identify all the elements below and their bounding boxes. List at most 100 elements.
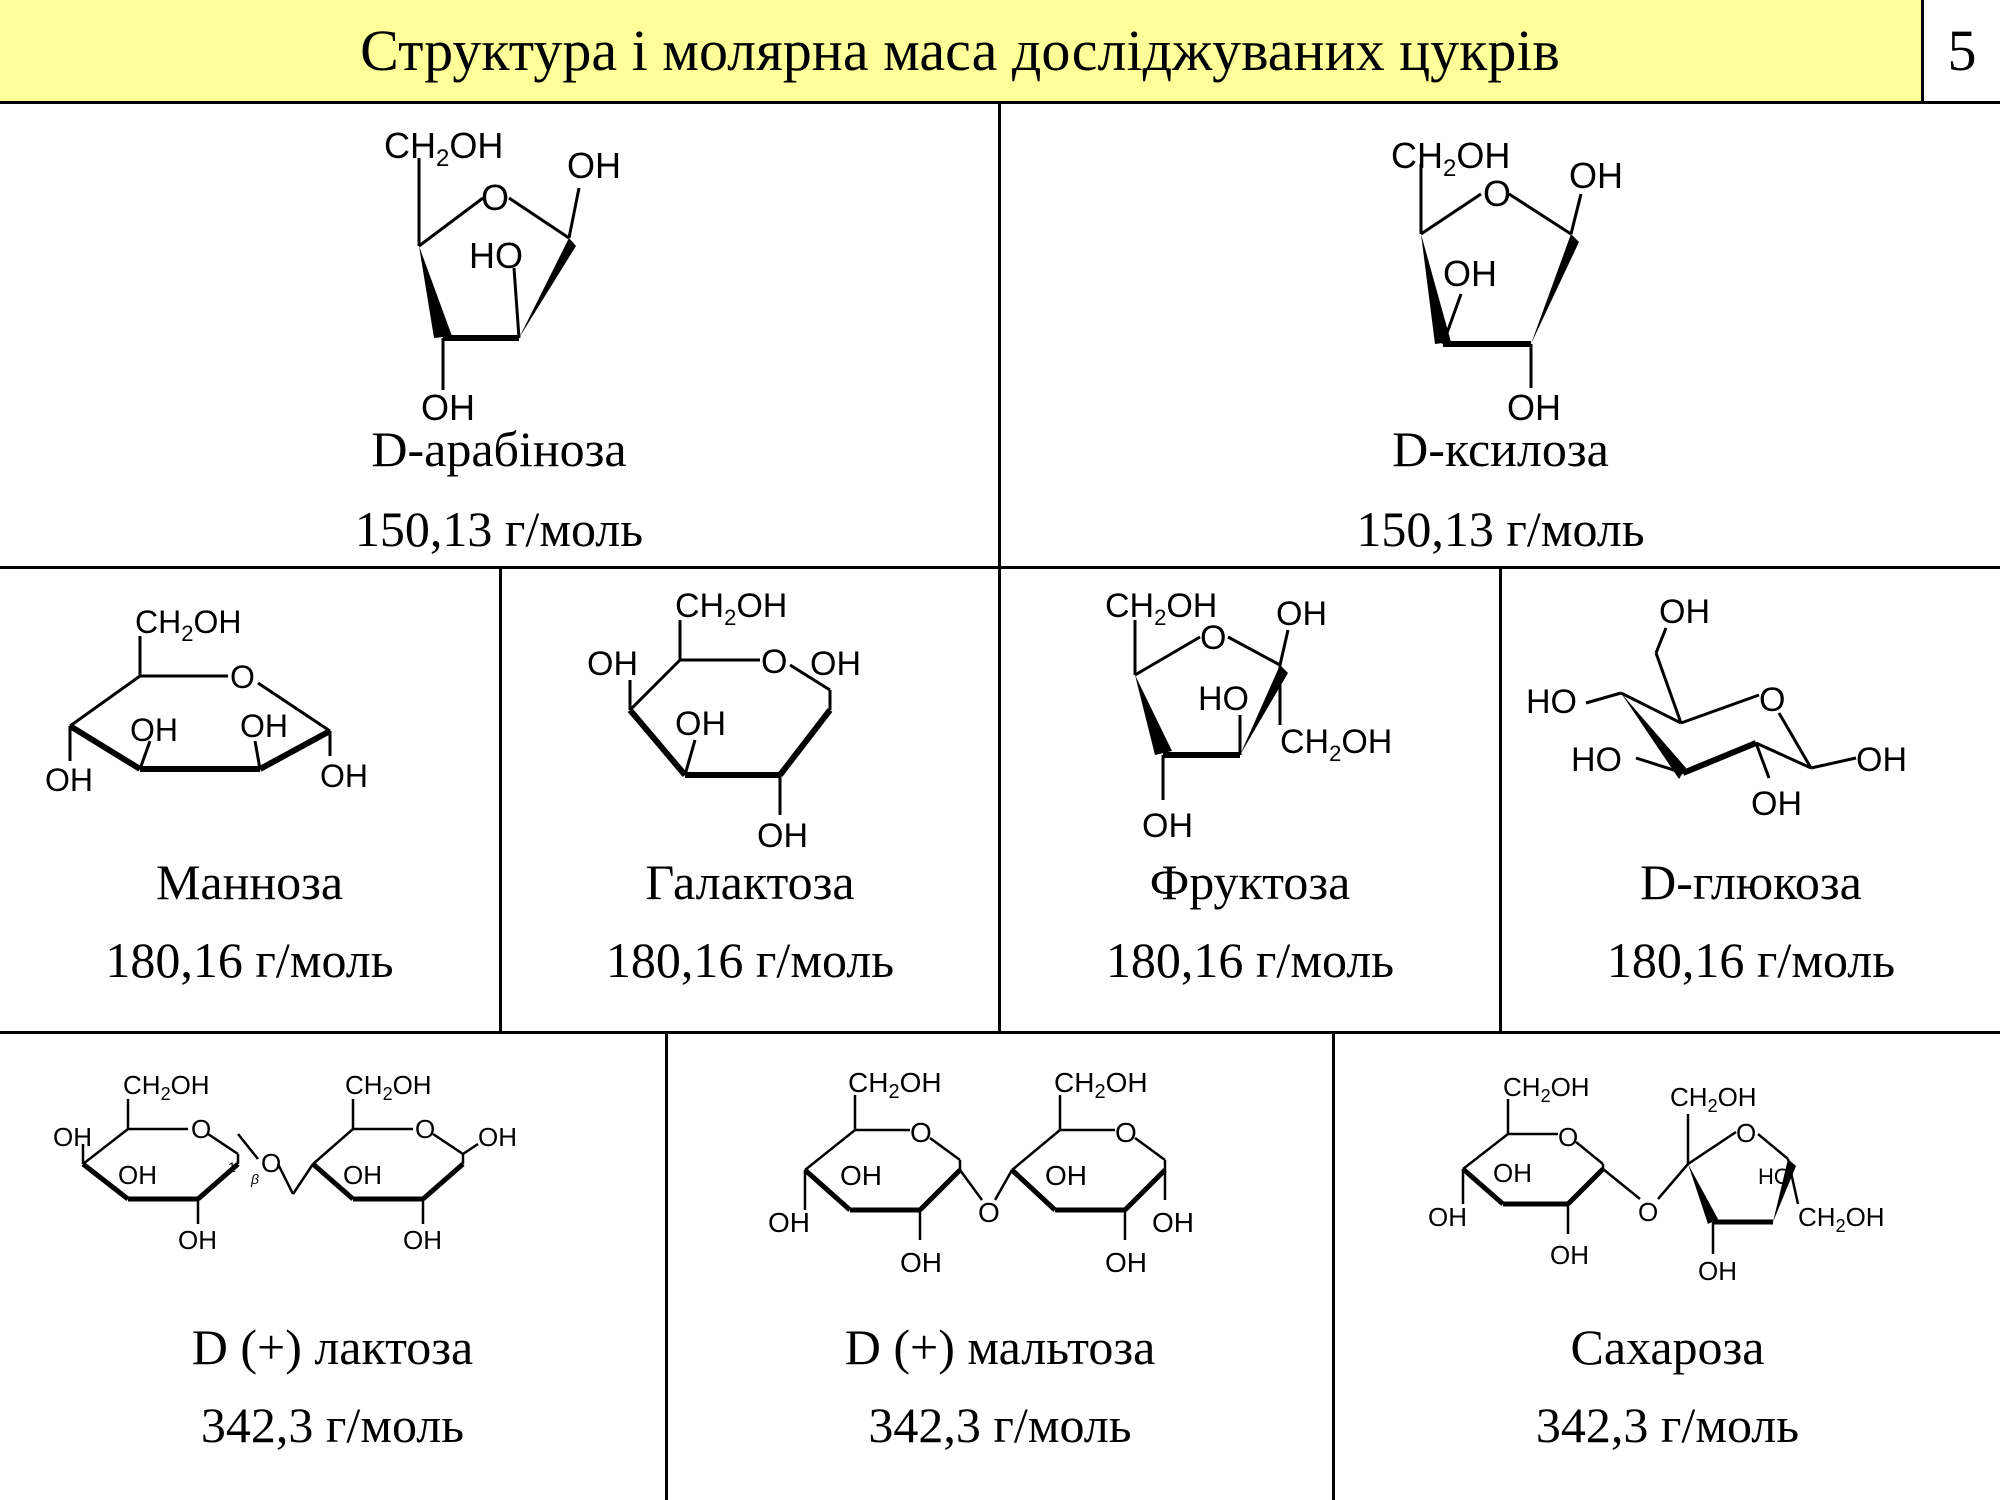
sugar-molar-mass: 180,16 г/моль (1606, 932, 1896, 988)
structure-fructose: CH2OH O OH HO CH2OH OH (1001, 575, 1499, 855)
sugar-name: Галактоза (645, 854, 855, 910)
svg-text:HO: HO (1526, 683, 1577, 721)
structure-galactose: CH2OH O OH OH OH OH (502, 575, 998, 855)
svg-text:O: O (1759, 681, 1785, 719)
slide-title: Структура і молярна маса досліджуваних ц… (360, 18, 1560, 83)
sugar-card-arabinose: CH2OH O OH HO OH D-арабіноза 150,13 г/мо… (0, 104, 998, 566)
sugar-name: Сахароза (1570, 1319, 1765, 1375)
structure-mannose: CH2OH O OH OH OH OH (0, 591, 499, 821)
svg-text:OH: OH (478, 1122, 517, 1152)
svg-text:O: O (261, 1148, 281, 1178)
svg-text:OH: OH (1045, 1160, 1087, 1191)
fructose-furanose-icon: CH2OH O OH HO CH2OH OH (1105, 587, 1392, 845)
sugar-card-lactose: CH2OH O OH OH OH 1 β O CH2OH O OH OH OH (0, 1034, 665, 1500)
svg-text:OH: OH (45, 762, 93, 798)
svg-text:OH: OH (178, 1225, 217, 1255)
svg-text:CH2OH: CH2OH (345, 1070, 432, 1104)
svg-text:OH: OH (900, 1247, 942, 1278)
sugar-molar-mass: 342,3 г/моль (1535, 1397, 1800, 1453)
svg-text:OH: OH (1659, 593, 1710, 631)
svg-text:O: O (978, 1197, 1000, 1228)
sugar-card-sucrose: CH2OH O OH OH OH O CH2OH O HO CH2OH OH С… (1335, 1034, 2000, 1500)
galactose-pyranose-icon: CH2OH O OH OH OH OH (587, 587, 861, 855)
col-divider-r1 (998, 104, 1001, 566)
svg-text:O: O (415, 1114, 435, 1144)
svg-text:OH: OH (1550, 1240, 1589, 1270)
svg-text:O: O (1638, 1197, 1658, 1227)
sugar-name: Манноза (155, 854, 344, 910)
sugar-card-mannose: CH2OH O OH OH OH OH Манноза 180,16 г/мол… (0, 569, 499, 1031)
svg-text:OH: OH (1105, 1247, 1147, 1278)
svg-text:OH: OH (1443, 253, 1497, 294)
maltose-disaccharide-icon: CH2OH O OH OH OH O CH2OH O OH OH OH (768, 1067, 1194, 1278)
svg-text:CH2OH: CH2OH (1670, 1082, 1757, 1116)
sugar-molar-mass: 180,16 г/моль (605, 932, 895, 988)
sugar-card-glucose: OH O HO HO OH OH D-глюкоза 180,16 г/моль (1502, 569, 2000, 1031)
sugar-molar-mass: 342,3 г/моль (868, 1397, 1132, 1453)
svg-text:O: O (910, 1117, 932, 1148)
svg-text:OH: OH (840, 1160, 882, 1191)
svg-text:OH: OH (768, 1207, 810, 1238)
sucrose-disaccharide-icon: CH2OH O OH OH OH O CH2OH O HO CH2OH OH (1428, 1072, 1885, 1286)
svg-text:O: O (481, 177, 509, 218)
lactose-disaccharide-icon: CH2OH O OH OH OH 1 β O CH2OH O OH OH OH (53, 1070, 517, 1255)
col-divider-r2-c (1499, 566, 1502, 1031)
svg-text:CH2OH: CH2OH (675, 587, 787, 630)
svg-text:O: O (1558, 1122, 1578, 1152)
sugar-table: CH2OH O OH HO OH D-арабіноза 150,13 г/мо… (0, 104, 2000, 1500)
sugar-molar-mass: 150,13 г/моль (354, 501, 644, 557)
svg-text:OH: OH (1493, 1158, 1532, 1188)
sugar-card-xylose: CH2OH O OH OH OH D-ксилоза 150,13 г/моль (1001, 104, 2000, 566)
xylose-furanose-icon: CH2OH O OH OH OH (1391, 135, 1623, 428)
svg-text:HO: HO (1198, 680, 1249, 718)
svg-text:OH: OH (1751, 785, 1802, 823)
sugar-name: D (+) мальтоза (844, 1319, 1156, 1375)
sugar-name: D-глюкоза (1640, 854, 1862, 910)
svg-text:CH2OH: CH2OH (1054, 1067, 1148, 1103)
mannose-pyranose-icon: CH2OH O OH OH OH OH (45, 604, 368, 798)
svg-text:OH: OH (1569, 155, 1623, 196)
svg-text:OH: OH (1428, 1202, 1467, 1232)
svg-text:CH2OH: CH2OH (1391, 135, 1510, 182)
svg-text:OH: OH (1507, 387, 1561, 428)
col-divider-r2-a (499, 566, 502, 1031)
svg-text:O: O (1483, 173, 1511, 214)
svg-text:β: β (250, 1171, 259, 1187)
svg-text:1: 1 (228, 1159, 236, 1175)
structure-maltose: CH2OH O OH OH OH O CH2OH O OH OH OH (668, 1050, 1332, 1290)
svg-text:CH2OH: CH2OH (1105, 587, 1217, 630)
sugar-name: D-ксилоза (1392, 421, 1609, 477)
svg-text:OH: OH (1152, 1207, 1194, 1238)
structure-sucrose: CH2OH O OH OH OH O CH2OH O HO CH2OH OH (1335, 1054, 2000, 1286)
svg-text:OH: OH (421, 387, 475, 428)
svg-text:HO: HO (1758, 1164, 1791, 1189)
sugar-molar-mass: 180,16 г/моль (1105, 932, 1395, 988)
svg-text:OH: OH (1276, 595, 1327, 633)
sugar-molar-mass: 342,3 г/моль (200, 1397, 465, 1453)
svg-text:CH2OH: CH2OH (1280, 723, 1392, 766)
svg-text:OH: OH (403, 1225, 442, 1255)
svg-text:OH: OH (587, 645, 638, 683)
svg-text:OH: OH (343, 1160, 382, 1190)
row-divider-2 (0, 1031, 2000, 1034)
sugar-name: D (+) лактоза (191, 1319, 474, 1375)
sugar-name: Фруктоза (1149, 854, 1351, 910)
svg-text:OH: OH (53, 1122, 92, 1152)
glucose-chair-icon: OH O HO HO OH OH (1526, 593, 1907, 823)
svg-text:O: O (1115, 1117, 1137, 1148)
svg-text:OH: OH (1142, 807, 1193, 845)
structure-arabinose: CH2OH O OH HO OH (0, 118, 998, 428)
svg-text:OH: OH (320, 758, 368, 794)
col-divider-r3-b (1332, 1031, 1335, 1500)
svg-text:HO: HO (1571, 741, 1622, 779)
arabinose-furanose-icon: CH2OH O OH HO OH (384, 125, 621, 428)
svg-text:OH: OH (567, 145, 621, 186)
svg-text:O: O (761, 643, 787, 681)
svg-text:CH2OH: CH2OH (135, 604, 241, 646)
sugar-card-maltose: CH2OH O OH OH OH O CH2OH O OH OH OH D (+… (668, 1034, 1332, 1500)
col-divider-r3-a (665, 1031, 668, 1500)
structure-xylose: CH2OH O OH OH OH (1001, 124, 2000, 428)
svg-text:CH2OH: CH2OH (1798, 1202, 1885, 1236)
svg-text:CH2OH: CH2OH (123, 1070, 210, 1104)
